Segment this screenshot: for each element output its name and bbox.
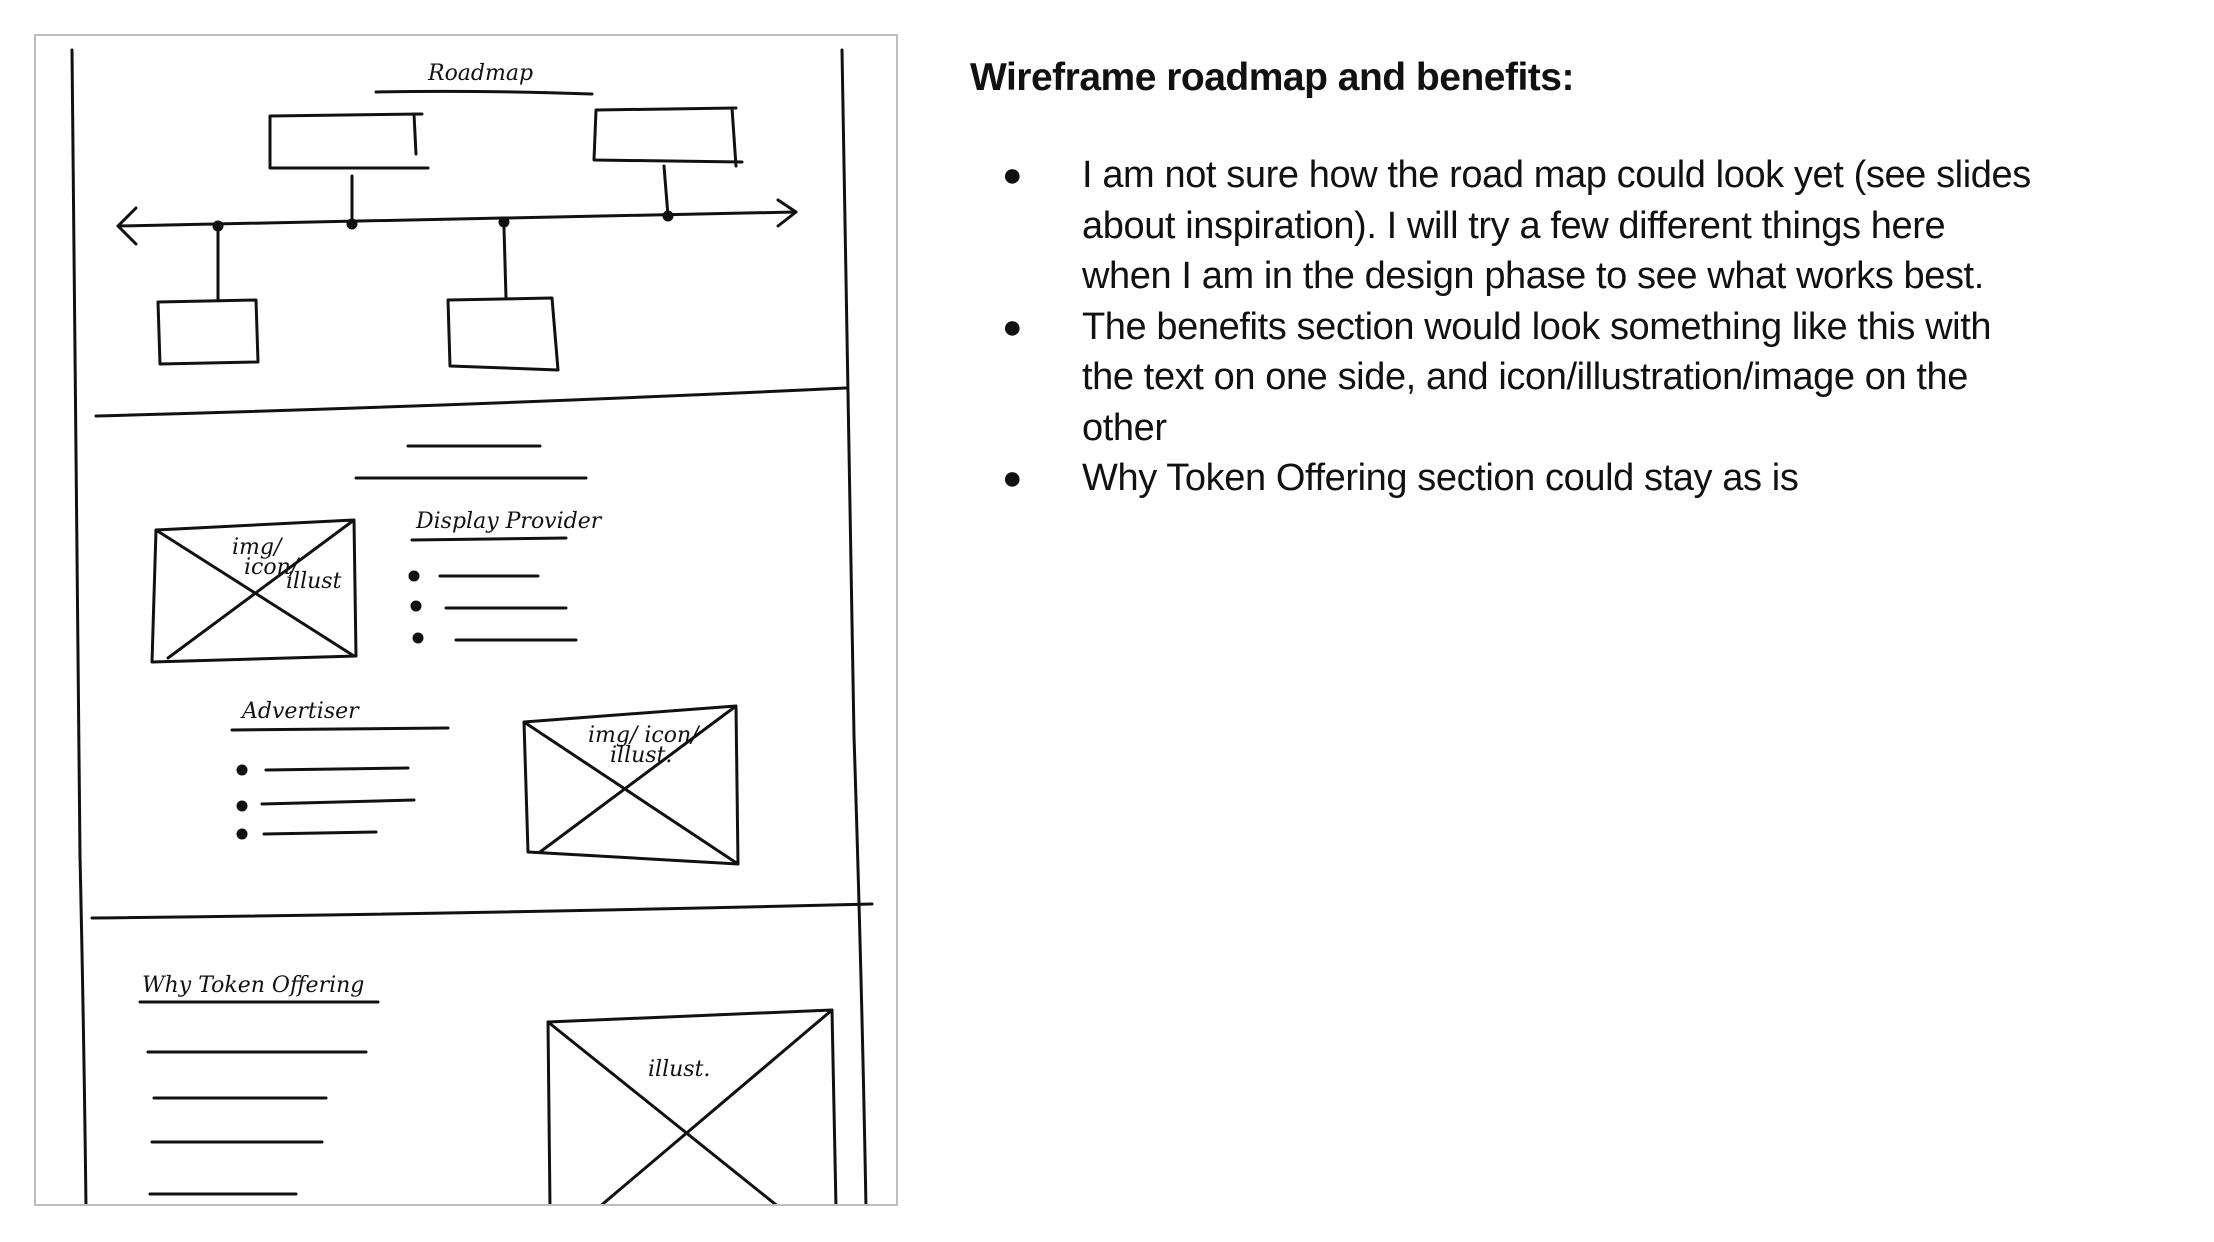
advertiser-line-1: [264, 766, 410, 772]
section-divider-1: [94, 386, 848, 418]
bullet-dot-icon: ●: [1002, 307, 1023, 346]
notes-bullet-1-line-1: I am not sure how the road map could loo…: [1082, 154, 2031, 196]
notes-bullet-2-line-3: other: [1082, 406, 1167, 449]
display-provider-bullet-2: [410, 600, 422, 612]
notes-bullet-2-line-1: The benefits section would look somethin…: [1082, 305, 1992, 348]
image-placeholder-2-line-2: illust.: [610, 743, 672, 768]
notes-bullet-3: ● Why Token Offering section could stay …: [970, 453, 2170, 504]
image-placeholder-3-label: illust.: [648, 1057, 710, 1082]
roadmap-box-top-right: [592, 106, 744, 168]
image-placeholder-2-line-1: img/ icon/: [588, 723, 701, 748]
roadmap-label: Roadmap: [427, 61, 533, 86]
advertiser-bullet-3: [236, 828, 248, 840]
notes-title: Wireframe roadmap and benefits:: [970, 56, 1574, 99]
roadmap-arrow-left: [116, 206, 138, 246]
notes-bullet-1-line-3: when I am in the design phase to see wha…: [1082, 255, 1984, 297]
roadmap-node-4: [662, 210, 674, 222]
display-provider-label: Display Provider: [415, 509, 603, 534]
sketch-right-border: [840, 48, 868, 1204]
roadmap-box-bottom-left: [156, 298, 260, 366]
section-divider-2: [90, 902, 874, 920]
notes-bullet-2: ● The benefits section would look someth…: [970, 302, 2170, 454]
advertiser-bullet-1: [236, 764, 248, 776]
roadmap-connectors-top: [350, 164, 670, 226]
roadmap-node-2: [346, 218, 358, 230]
image-placeholder-3: [546, 1008, 838, 1204]
roadmap-connectors-bottom: [216, 226, 508, 302]
advertiser-underline: [230, 726, 450, 732]
notes-panel: Wireframe roadmap and benefits: ● I am n…: [970, 56, 2170, 504]
advertiser-line-3: [262, 830, 378, 836]
bullet-dot-icon: ●: [1002, 156, 1023, 194]
roadmap-node-1: [212, 220, 224, 232]
display-provider-bullet-3: [412, 632, 424, 644]
roadmap-arrow-right: [776, 198, 798, 228]
image-placeholder-1: [150, 518, 358, 664]
why-token-label: Why Token Offering: [142, 973, 364, 998]
sketch-drawing: Roadmap img/ icon/ illust: [70, 48, 874, 1204]
notes-bullet-2-line-2: the text on one side, and icon/illustrat…: [1082, 356, 1968, 398]
notes-bullet-3-line-1: Why Token Offering section could stay as…: [1082, 457, 1799, 499]
advertiser-label: Advertiser: [240, 699, 360, 724]
display-provider-bullet-1: [408, 570, 420, 582]
notes-bullet-list: ● I am not sure how the road map could l…: [970, 150, 2170, 504]
notes-bullet-1: ● I am not sure how the road map could l…: [970, 150, 2170, 302]
roadmap-underline: [374, 89, 594, 96]
image-placeholder-1-line-1: img/: [232, 535, 284, 560]
roadmap-box-bottom-right: [446, 296, 560, 372]
advertiser-bullet-2: [236, 800, 248, 812]
roadmap-box-top-left: [268, 112, 430, 170]
image-placeholder-2: [522, 704, 740, 866]
bullet-dot-icon: ●: [1002, 459, 1023, 497]
display-provider-underline: [410, 536, 568, 542]
image-placeholder-1-line-2: icon/: [244, 555, 301, 580]
notes-bullet-1-line-2: about inspiration). I will try a few dif…: [1082, 204, 1946, 247]
sketch-left-border: [70, 48, 88, 1204]
advertiser-line-2: [260, 798, 416, 806]
roadmap-timeline: [116, 210, 798, 228]
image-placeholder-1-line-3: illust: [286, 569, 342, 594]
wireframe-sketch: Roadmap img/ icon/ illust: [34, 34, 898, 1206]
roadmap-node-3: [498, 216, 510, 228]
